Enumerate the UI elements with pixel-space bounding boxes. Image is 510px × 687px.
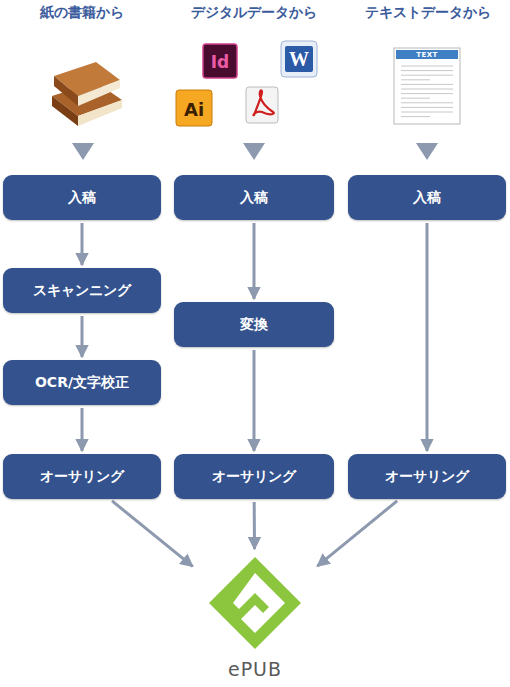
column-heading: テキストデータから [365,4,491,22]
pdf-icon [246,87,278,123]
epub-logo [209,557,301,649]
node-text: 変換 [240,316,268,334]
flow-arrow [317,501,397,566]
node-text: オーサリング [40,468,124,486]
icon-letters: Id [211,52,230,72]
flow-triangle [72,143,438,160]
node-text: 入稿 [240,189,268,207]
flow-arrow [253,223,256,299]
flow-arrow [253,350,256,451]
flow-arrow [426,223,429,451]
node-text: オーサリング [212,468,296,486]
process-box: オーサリング [3,454,161,499]
process-box: オーサリング [348,454,506,499]
flow-arrow [253,502,256,549]
column-heading: デジタルデータから [191,4,317,22]
illustrator-icon [176,90,212,126]
book-icon [52,62,122,126]
word-icon [281,41,317,77]
column-heading: 紙の書籍から [40,4,124,22]
process-box: 変換 [174,302,334,347]
process-box: オーサリング [174,454,334,499]
node-text: 入稿 [68,189,96,207]
process-box: 入稿 [174,175,334,220]
process-box: 入稿 [3,175,161,220]
icon-letters: Ai [184,99,204,120]
process-box: OCR/文字校正 [3,360,161,405]
node-text: スキャンニング [33,282,131,300]
node-text: OCR/文字校正 [35,374,129,392]
process-box: 入稿 [348,175,506,220]
flow-arrow [81,316,84,357]
flow-arrow [81,223,84,265]
process-box: スキャンニング [3,268,161,313]
indesign-icon [203,44,237,78]
epub-logo-node: ePUB [195,552,315,682]
node-text: 入稿 [413,189,441,207]
node-text: ePUB [225,658,285,680]
text-file-icon [394,48,460,124]
icon-letters: TEXT [416,51,438,59]
icon-letters: W [289,48,309,71]
flow-arrow [112,501,193,566]
flow-arrow [81,408,84,451]
node-text: オーサリング [385,468,469,486]
